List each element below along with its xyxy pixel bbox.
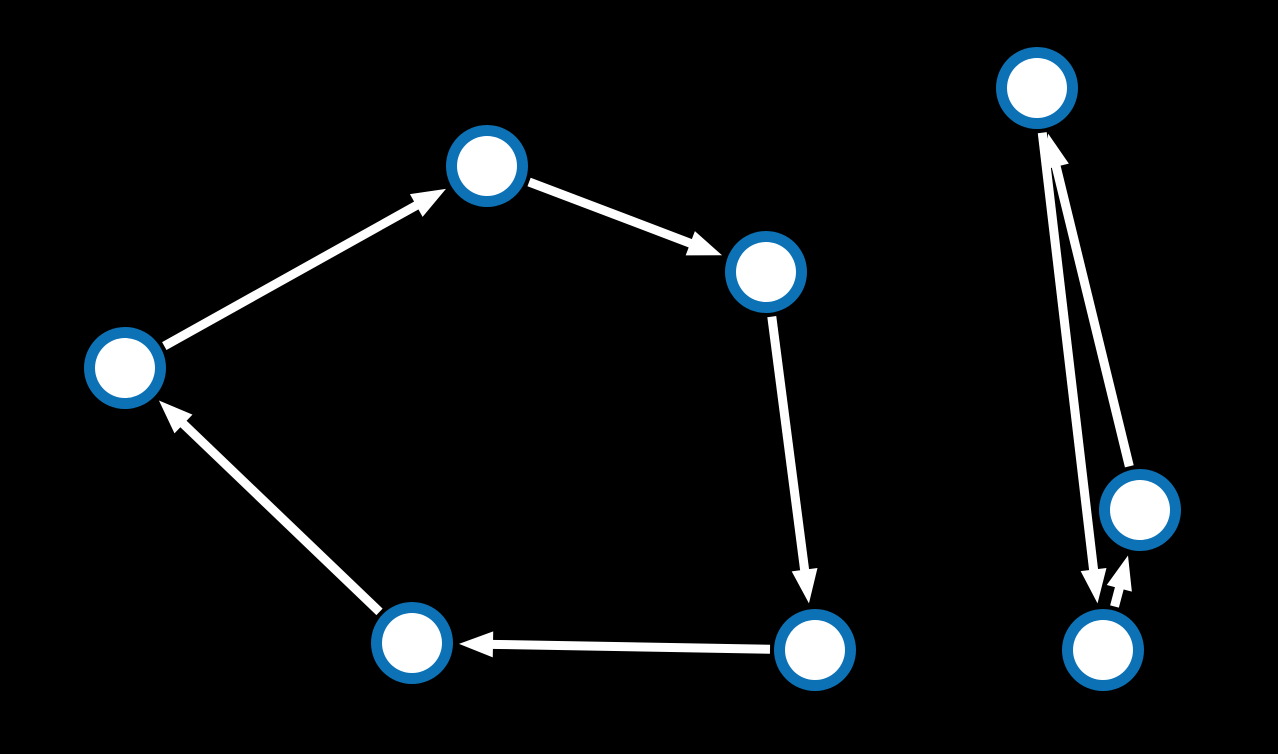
edge-arrowhead <box>791 568 818 604</box>
edge-arrowhead <box>409 188 446 217</box>
graph-edge <box>1043 133 1134 468</box>
node-core <box>382 613 442 673</box>
node-core <box>736 242 796 302</box>
graph-node[interactable] <box>84 327 166 409</box>
edge-line <box>767 316 810 575</box>
graph-node[interactable] <box>446 125 528 207</box>
node-core <box>1110 480 1170 540</box>
edge-line <box>488 639 771 654</box>
node-core <box>457 136 517 196</box>
graph-node[interactable] <box>1099 469 1181 551</box>
edge-line <box>527 177 696 249</box>
graph-node[interactable] <box>371 602 453 684</box>
graph-node[interactable] <box>725 231 807 313</box>
graph-edge <box>458 631 771 658</box>
graph-node[interactable] <box>774 609 856 691</box>
node-core <box>95 338 155 398</box>
edge-line <box>1037 132 1099 575</box>
node-core <box>785 620 845 680</box>
graph-edge <box>767 316 818 604</box>
edge-layer <box>158 132 1134 658</box>
edge-arrowhead <box>1043 133 1069 170</box>
graph-edge <box>1106 555 1132 608</box>
node-core <box>1073 620 1133 680</box>
graph-node[interactable] <box>996 47 1078 129</box>
edge-line <box>177 418 383 616</box>
edge-line <box>1050 161 1134 468</box>
graph-edge <box>162 188 446 351</box>
edge-arrowhead <box>458 631 494 658</box>
graph-edge <box>1037 132 1107 604</box>
edge-arrowhead <box>685 231 723 256</box>
edge-arrowhead <box>158 400 193 434</box>
graph-node[interactable] <box>1062 609 1144 691</box>
graph-edge <box>158 400 383 616</box>
graph-edge <box>527 177 723 256</box>
node-core <box>1007 58 1067 118</box>
edge-arrowhead <box>1106 555 1132 592</box>
edge-line <box>162 199 422 351</box>
node-layer <box>84 47 1181 691</box>
edge-arrowhead <box>1080 568 1107 604</box>
